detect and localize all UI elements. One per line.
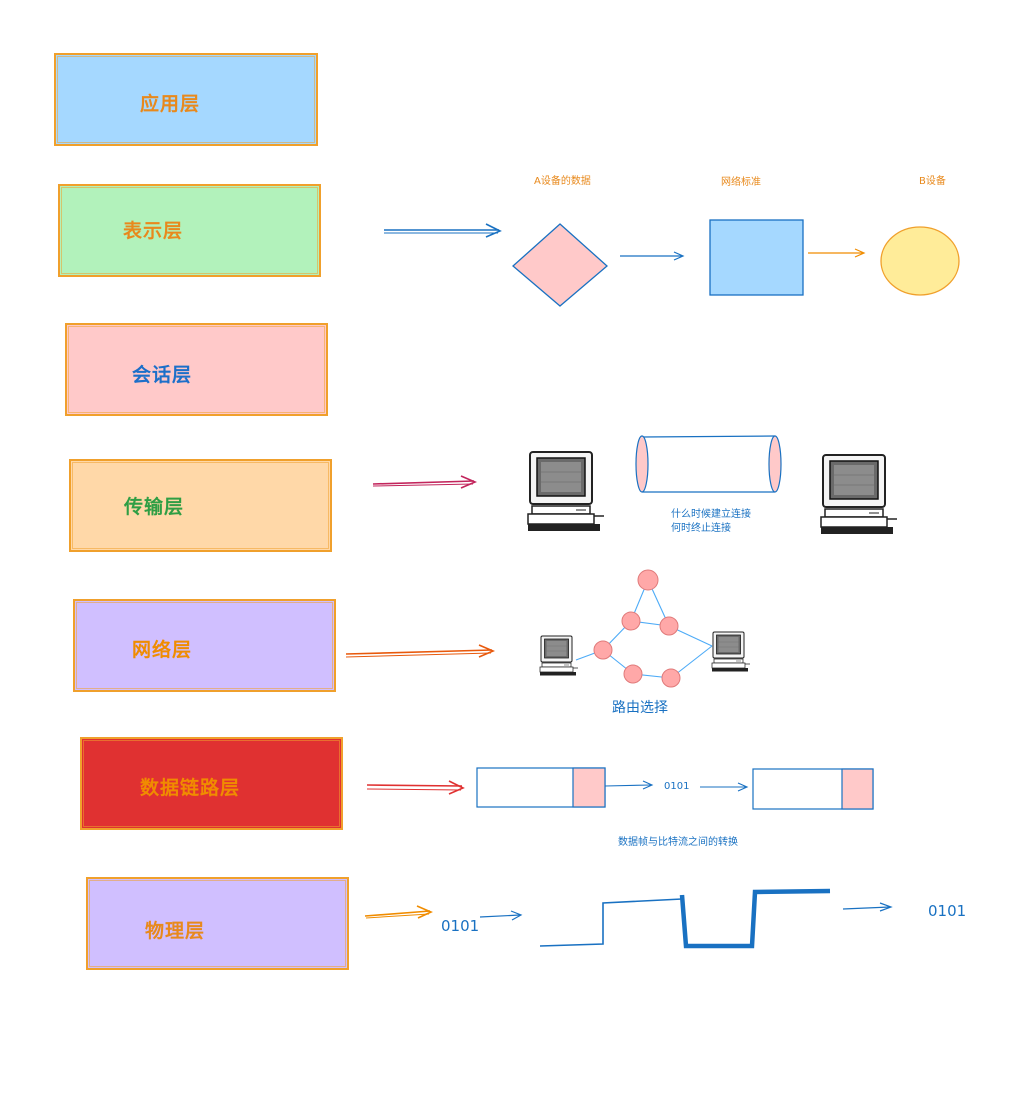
layer-label-network: 网络层 — [132, 639, 193, 661]
datalink-bits: 0101 — [664, 781, 690, 792]
network-standard-square — [709, 219, 804, 296]
arrow-standard-to-b — [808, 248, 866, 258]
network-standard-label: 网络标准 — [721, 177, 761, 188]
device-a-diamond — [512, 223, 608, 307]
arrow-network — [345, 644, 496, 658]
layer-label-transport: 传输层 — [124, 496, 185, 518]
router-nodes — [593, 569, 681, 688]
layer-box-network[interactable]: 网络层 — [73, 599, 336, 692]
arrow-frame-to-bits — [604, 780, 654, 790]
routing-caption: 路由选择 — [612, 700, 668, 716]
layer-box-transport[interactable]: 传输层 — [69, 459, 332, 552]
physical-bits-in: 0101 — [441, 917, 480, 935]
connection-tube — [635, 435, 782, 493]
computer-icon-right — [820, 454, 898, 535]
layer-label-application: 应用层 — [140, 93, 201, 115]
layer-label-datalink: 数据链路层 — [140, 777, 241, 799]
device-b-label: B设备 — [919, 176, 946, 187]
route-links — [575, 579, 713, 679]
layer-label-presentation: 表示层 — [123, 220, 184, 242]
frame-right-header — [841, 768, 874, 810]
computer-icon-network-left — [539, 635, 579, 676]
arrow-bits-to-signal — [479, 910, 523, 921]
network-diagram — [345, 569, 751, 688]
transport-diagram — [372, 435, 898, 535]
frame-left-header — [572, 767, 606, 808]
datalink-caption: 数据帧与比特流之间的转换 — [618, 837, 738, 848]
layer-box-session[interactable]: 会话层 — [65, 323, 328, 416]
transport-note-line1: 什么时候建立连接 — [671, 509, 751, 520]
layer-label-physical: 物理层 — [145, 920, 206, 942]
transport-note-line2: 何时终止连接 — [671, 523, 731, 534]
arrow-physical — [364, 905, 433, 919]
computer-icon-left — [527, 451, 605, 532]
computer-icon-network-right — [711, 631, 751, 672]
arrow-bits-to-frame — [700, 782, 749, 792]
presentation-diagram — [384, 219, 960, 307]
layer-label-session: 会话层 — [132, 364, 193, 386]
arrow-datalink — [366, 780, 465, 795]
arrow-presentation — [384, 223, 502, 238]
layer-box-physical[interactable]: 物理层 — [86, 877, 349, 970]
layer-box-presentation[interactable]: 表示层 — [58, 184, 321, 277]
device-a-label: A设备的数据 — [534, 176, 591, 187]
layer-box-datalink[interactable]: 数据链路层 — [80, 737, 343, 830]
arrow-signal-to-bits — [842, 902, 893, 912]
layer-box-application[interactable]: 应用层 — [54, 53, 318, 146]
signal-waveform — [539, 888, 831, 949]
physical-bits-out: 0101 — [928, 902, 967, 920]
arrow-a-to-standard — [620, 251, 685, 261]
datalink-diagram — [366, 767, 874, 810]
arrow-transport — [372, 475, 478, 489]
device-b-circle — [880, 226, 960, 296]
physical-diagram — [364, 888, 893, 949]
